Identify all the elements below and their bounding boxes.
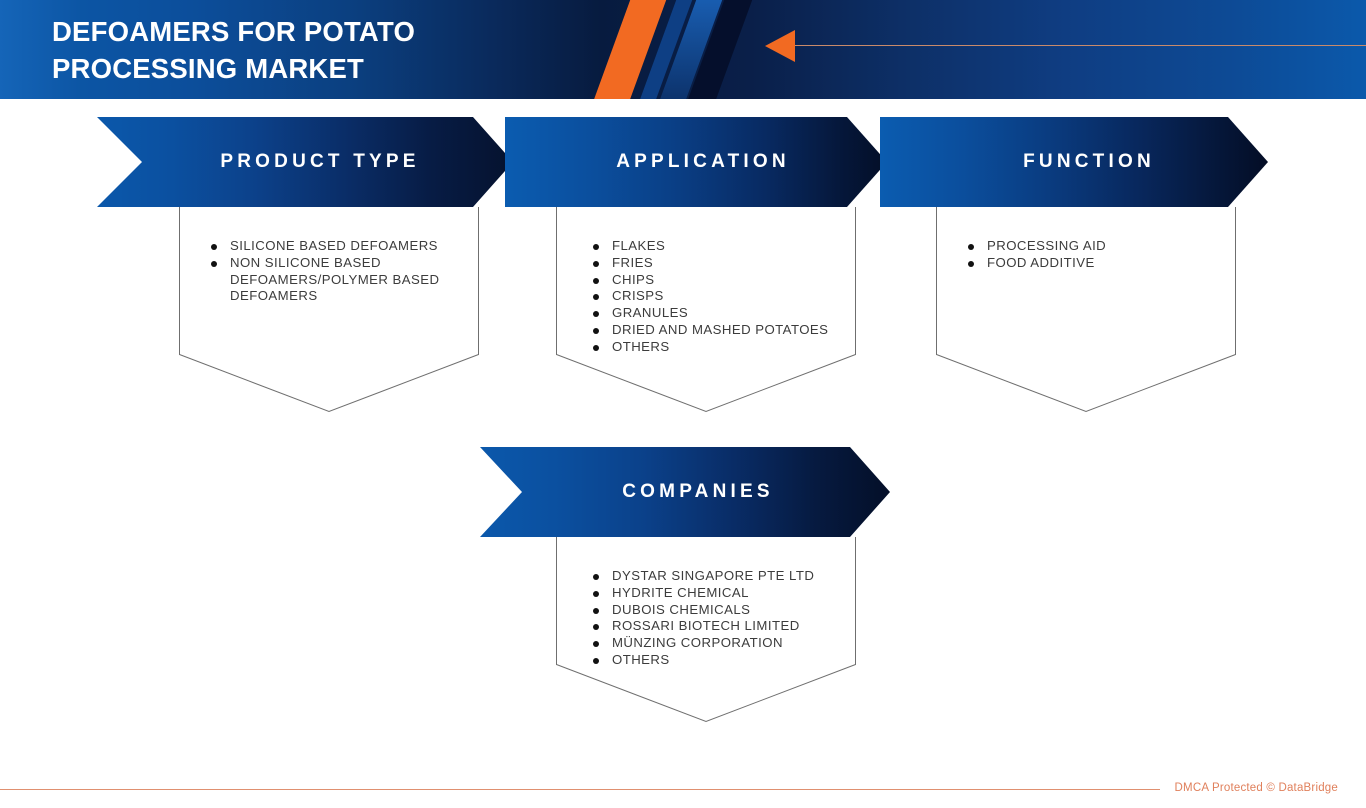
- section-title-application: APPLICATION: [616, 151, 790, 172]
- pentagon-outline: [936, 207, 1236, 413]
- list-function: PROCESSING AID FOOD ADDITIVE: [968, 238, 1218, 272]
- section-banner-function: FUNCTION: [880, 117, 1268, 207]
- list-item: FOOD ADDITIVE: [968, 255, 1218, 272]
- footer-credit: DMCA Protected © DataBridge: [1174, 782, 1338, 794]
- list-application: FLAKES FRIES CHIPS CRISPS GRANULES DRIED…: [593, 238, 843, 356]
- list-item: FLAKES: [593, 238, 843, 255]
- list-item: SILICONE BASED DEFOAMERS: [211, 238, 461, 255]
- list-item: HYDRITE CHEMICAL: [593, 585, 853, 602]
- list-companies: DYSTAR SINGAPORE PTE LTD HYDRITE CHEMICA…: [593, 568, 853, 669]
- section-title-product-type: PRODUCT TYPE: [220, 151, 420, 172]
- section-banner-companies: COMPANIES: [480, 447, 890, 537]
- list-item: GRANULES: [593, 305, 843, 322]
- arrow-line: [795, 45, 1366, 46]
- section-banner-product-type: PRODUCT TYPE: [97, 117, 513, 207]
- footer-divider: [0, 789, 1160, 790]
- header-banner: DEFOAMERS FOR POTATO PROCESSING MARKET: [0, 0, 1366, 99]
- list-item: CHIPS: [593, 272, 843, 289]
- list-item: MÜNZING CORPORATION: [593, 635, 853, 652]
- section-box-companies: DYSTAR SINGAPORE PTE LTD HYDRITE CHEMICA…: [556, 537, 856, 723]
- section-banner-application: APPLICATION: [505, 117, 887, 207]
- section-title-companies: COMPANIES: [622, 481, 774, 502]
- section-box-application: FLAKES FRIES CHIPS CRISPS GRANULES DRIED…: [556, 207, 856, 413]
- list-item: ROSSARI BIOTECH LIMITED: [593, 618, 853, 635]
- list-item: DRIED AND MASHED POTATOES: [593, 322, 843, 339]
- left-arrow-icon: [765, 30, 795, 62]
- pentagon-outline: [179, 207, 479, 413]
- pentagon-outline: [556, 537, 856, 723]
- section-box-product-type: SILICONE BASED DEFOAMERS NON SILICONE BA…: [179, 207, 479, 413]
- list-item: FRIES: [593, 255, 843, 272]
- pentagon-outline: [556, 207, 856, 413]
- list-item: CRISPS: [593, 288, 843, 305]
- list-item: DYSTAR SINGAPORE PTE LTD: [593, 568, 853, 585]
- list-item: DUBOIS CHEMICALS: [593, 602, 853, 619]
- list-item: NON SILICONE BASED DEFOAMERS/POLYMER BAS…: [211, 255, 461, 305]
- section-box-function: PROCESSING AID FOOD ADDITIVE: [936, 207, 1236, 413]
- list-product-type: SILICONE BASED DEFOAMERS NON SILICONE BA…: [211, 238, 461, 305]
- section-title-function: FUNCTION: [1023, 151, 1155, 172]
- list-item: OTHERS: [593, 652, 853, 669]
- page-title: DEFOAMERS FOR POTATO PROCESSING MARKET: [52, 16, 416, 84]
- list-item: OTHERS: [593, 339, 843, 356]
- list-item: PROCESSING AID: [968, 238, 1218, 255]
